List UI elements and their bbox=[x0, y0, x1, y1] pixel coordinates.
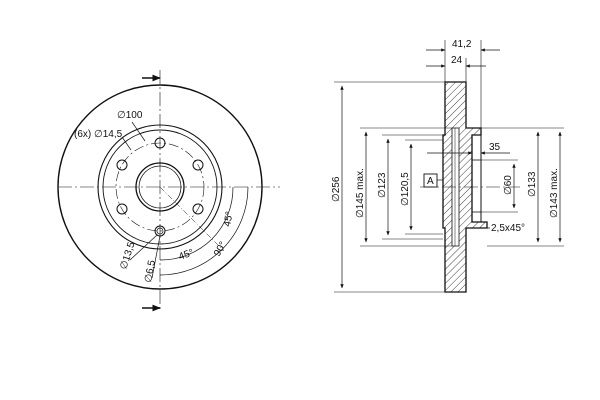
label-dia145: ∅145 max. bbox=[355, 168, 366, 218]
leader-d65 bbox=[151, 235, 161, 279]
center-bore-outer bbox=[135, 162, 185, 212]
bolt-hole bbox=[154, 137, 166, 149]
datum-box bbox=[423, 173, 438, 188]
label-dia256: ∅256 bbox=[331, 176, 342, 202]
center-bore-inner bbox=[138, 165, 182, 209]
label-angle-45b: 45° bbox=[222, 211, 235, 228]
angle-ray-45 bbox=[159, 186, 225, 252]
label-holes: (6x) ∅14,5 bbox=[74, 129, 123, 140]
hub-outer bbox=[102, 129, 218, 245]
angle-arc-45-lower bbox=[159, 238, 213, 261]
label-chamfer: 2,5x45° bbox=[491, 223, 525, 234]
bolt-hole-chamfer bbox=[156, 227, 164, 235]
label-dia133: ∅133 bbox=[527, 171, 538, 197]
disc-outer-edge bbox=[57, 84, 263, 290]
bolt-hole bbox=[192, 159, 204, 171]
leader-bolt-circle bbox=[131, 121, 146, 142]
label-dia1205: ∅120,5 bbox=[400, 172, 411, 206]
angle-arc-45-side bbox=[211, 186, 234, 240]
label-dia60: ∅60 bbox=[503, 175, 514, 195]
label-dia143: ∅143 max. bbox=[549, 168, 560, 218]
bolt-hole bbox=[116, 203, 128, 215]
friction-ring-inner bbox=[97, 124, 223, 250]
side-view: 41,2 24 ∅256 ∅145 max. ∅123 ∅120,5 A 35 bbox=[331, 39, 564, 293]
label-dia123: ∅123 bbox=[377, 172, 388, 198]
label-datum: A bbox=[427, 176, 434, 187]
bolt-circle bbox=[115, 142, 205, 232]
label-d65: ∅6,5 bbox=[143, 259, 158, 284]
label-thickness: 24 bbox=[451, 55, 463, 66]
leader-holes bbox=[121, 136, 132, 151]
label-width: 41,2 bbox=[452, 39, 472, 50]
label-angle-45a: 45° bbox=[177, 247, 195, 263]
leader-d135 bbox=[129, 234, 158, 261]
label-bolt-circle: ∅100 bbox=[117, 110, 143, 121]
label-35: 35 bbox=[489, 142, 501, 153]
bolt-hole bbox=[116, 159, 128, 171]
front-view: ∅100 (6x) ∅14,5 ∅13,5 ∅6,5 45° 90° 45° bbox=[57, 70, 280, 312]
bolt-hole bbox=[192, 203, 204, 215]
